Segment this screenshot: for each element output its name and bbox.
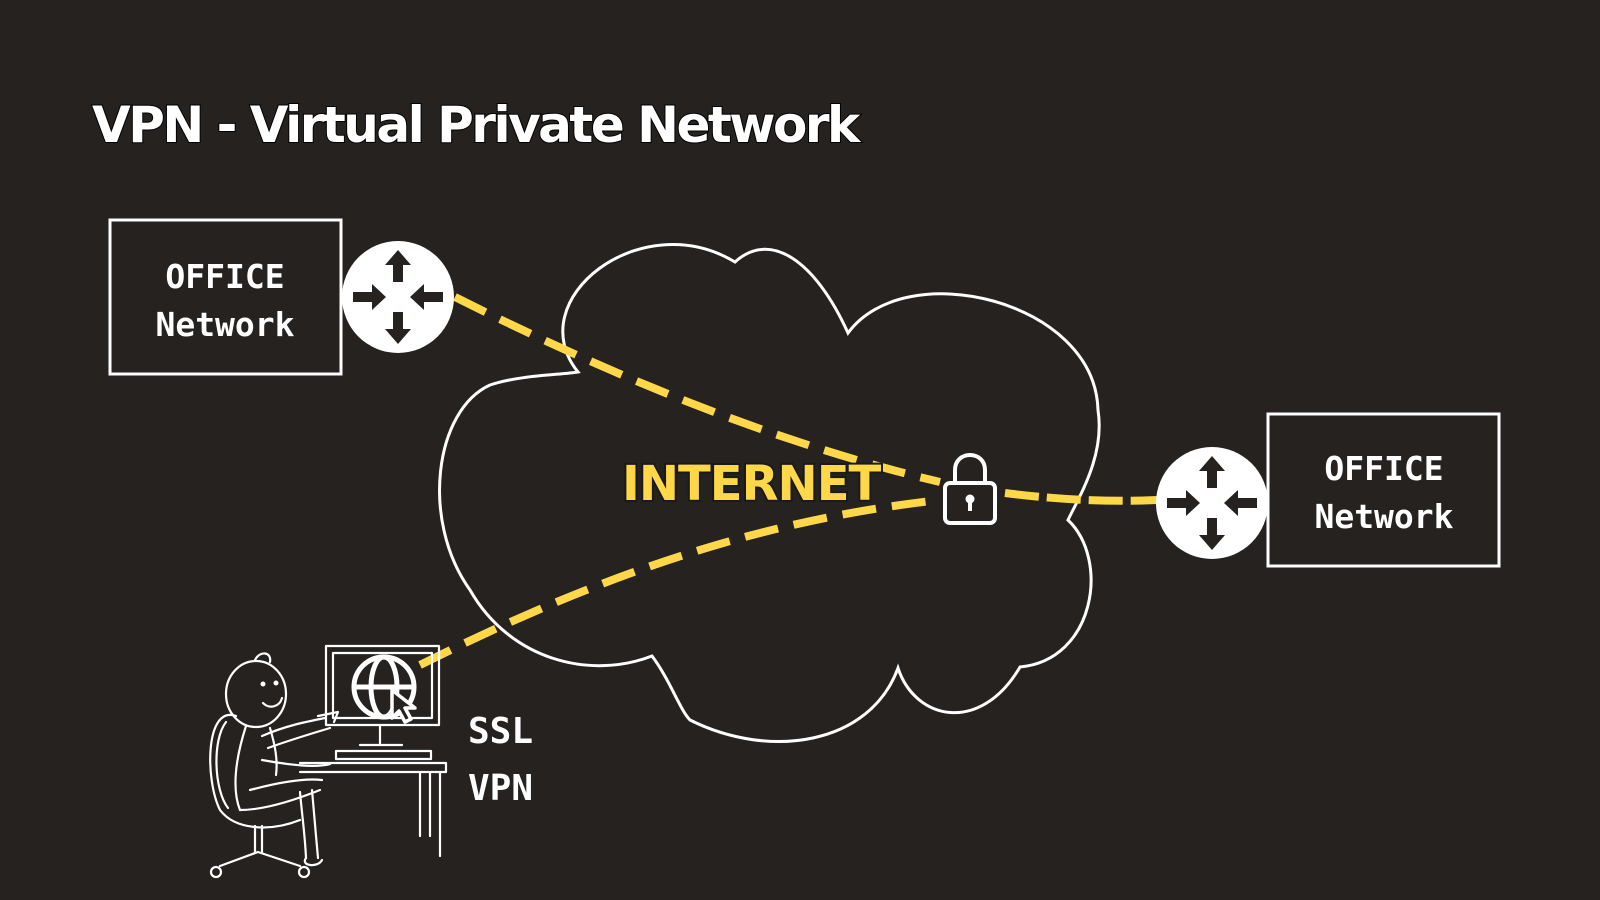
tunnel-remote-user xyxy=(418,496,941,669)
padlock-icon xyxy=(943,453,997,525)
office-network-right: OFFICE Network xyxy=(1266,412,1501,568)
ssl-vpn-label-line2: VPN xyxy=(468,768,533,809)
tunnel-office-right xyxy=(1004,489,1159,505)
ssl-vpn-label-line1: SSL xyxy=(468,711,533,752)
office-label-line2: Network xyxy=(1314,497,1453,536)
office-network-left: OFFICE Network xyxy=(108,218,343,376)
globe-cursor-icon xyxy=(351,654,417,724)
router-icon-right xyxy=(1156,447,1268,559)
office-label-line1: OFFICE xyxy=(1324,449,1443,488)
tunnel-office-left xyxy=(453,293,941,486)
office-label-line1: OFFICE xyxy=(165,257,284,296)
remote-user-illustration xyxy=(209,644,448,879)
internet-label: INTERNET xyxy=(622,456,881,512)
internet-cloud xyxy=(438,243,1101,743)
page-title: VPN - Virtual Private Network xyxy=(92,96,862,154)
router-icon-left xyxy=(342,241,454,353)
office-label-line2: Network xyxy=(155,305,294,344)
